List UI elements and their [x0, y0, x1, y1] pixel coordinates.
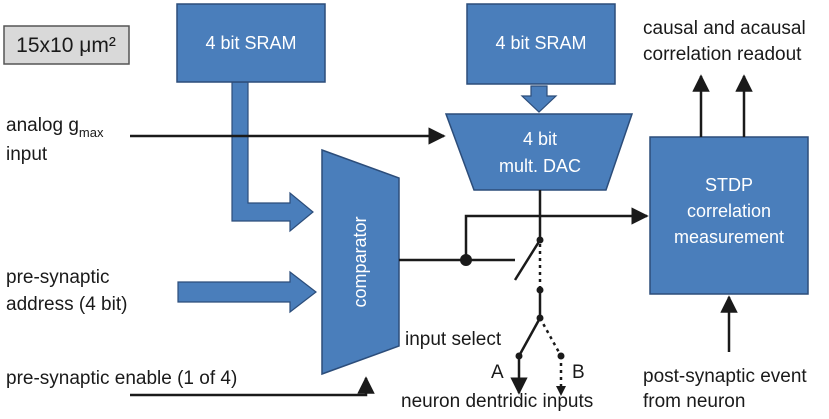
- dac-label-line1: 4 bit: [523, 129, 557, 149]
- switch-blade: [513, 239, 542, 281]
- presyn-address-label-line1: pre-synaptic: [6, 267, 110, 288]
- selector-node: [536, 314, 544, 322]
- bus-arrows: [177, 81, 558, 314]
- junction-nodes: [460, 236, 565, 360]
- dac-block: 4 bit mult. DAC: [444, 113, 634, 191]
- stdp-box: [649, 136, 809, 295]
- stdp-label-line1: STDP: [705, 175, 753, 195]
- dac-label-line2: mult. DAC: [499, 156, 581, 176]
- switch-top-node: [536, 236, 544, 244]
- enable-arrow: [130, 376, 375, 397]
- stdp-label-line2: correlation: [687, 201, 771, 221]
- text-labels: causal and acausal correlation readout a…: [6, 18, 807, 412]
- selector-branch-a: [517, 317, 542, 357]
- signal-lines: [130, 74, 753, 397]
- address-bus-arrow: [177, 270, 317, 314]
- switch-bottom-node: [536, 286, 544, 294]
- dac-to-stdp-arrow: [464, 207, 649, 260]
- area-label: 15x10 μm²: [16, 34, 116, 57]
- stdp-block: STDP correlation measurement: [649, 136, 809, 295]
- output-b-node: [557, 352, 565, 360]
- postsyn-label-line1: post-synaptic event: [643, 366, 807, 387]
- comparator-shape: [321, 148, 400, 376]
- comparator-block: comparator: [321, 148, 400, 376]
- dotted-lines: [538, 244, 563, 388]
- analog-input-label-line2: input: [6, 144, 48, 165]
- sram-right: 4 bit SRAM: [466, 3, 616, 85]
- sram-left-box: [176, 3, 326, 83]
- sram-left-label: 4 bit SRAM: [205, 33, 296, 53]
- presyn-enable-label: pre-synaptic enable (1 of 4): [6, 368, 237, 389]
- output-a-label: A: [491, 362, 504, 383]
- selector-branch-b-dotted: [538, 317, 563, 357]
- output-a-node: [515, 352, 523, 360]
- sram-left: 4 bit SRAM: [176, 3, 326, 83]
- sram-to-dac-bus-arrow: [520, 85, 558, 113]
- area-label-bg: [3, 25, 130, 65]
- postsyn-label-line2: from neuron: [643, 391, 745, 412]
- comparator-label: comparator: [350, 216, 370, 307]
- presyn-address-label-line2: address (4 bit): [6, 294, 127, 315]
- readout-label-line1: causal and acausal: [643, 18, 806, 39]
- output-b-label: B: [572, 362, 585, 383]
- sram-right-label: 4 bit SRAM: [495, 33, 586, 53]
- sram-to-comparator-bus-arrow: [231, 81, 314, 233]
- neuron-inputs-label: neuron dentridic inputs: [401, 391, 593, 412]
- junction-dot: [460, 254, 472, 266]
- dac-trapezoid: [444, 113, 634, 191]
- readout-label-line2: correlation readout: [643, 44, 802, 65]
- area-label-box: 15x10 μm²: [3, 25, 130, 65]
- sram-right-box: [466, 3, 616, 85]
- output-b-arrowhead: [556, 386, 566, 396]
- stdp-label-line3: measurement: [674, 227, 784, 247]
- input-select-label: input select: [405, 329, 502, 350]
- analog-input-label: analog gmax: [6, 115, 104, 140]
